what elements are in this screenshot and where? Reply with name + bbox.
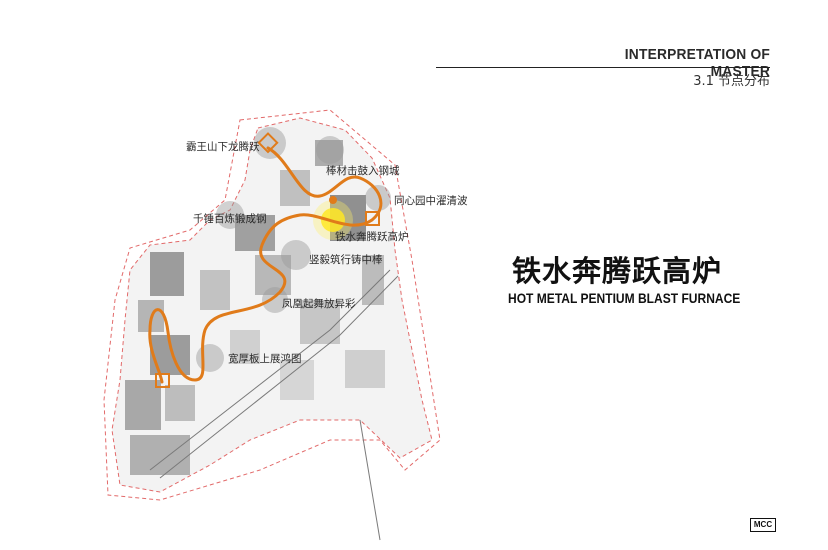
node-label-5: 铁水奔腾跃高炉 — [335, 231, 409, 243]
feature-title-en: HOT METAL PENTIUM BLAST FURNACE — [508, 290, 741, 306]
header-divider — [436, 67, 770, 68]
node-label-8: 宽厚板上展鸿图 — [228, 353, 302, 365]
route-markers — [155, 132, 380, 388]
tour-route — [148, 146, 383, 384]
node-label-4: 千锤百炼锻成钢 — [193, 213, 267, 225]
site-boundary-outer — [103, 109, 441, 501]
node-label-6: 竖毅筑行铸中棒 — [309, 254, 383, 266]
header-subtitle: 3.1 节点分布 — [693, 74, 770, 89]
feature-title-cn: 铁水奔腾跃高炉 — [512, 254, 723, 288]
node-label-1: 霸王山下龙腾跃 — [186, 141, 260, 153]
rail-lines — [149, 269, 399, 541]
node-label-7: 凤凰起舞放异彩 — [282, 298, 356, 310]
route-marker-point — [329, 196, 337, 204]
node-label-3: 同心园中濯清波 — [394, 195, 468, 207]
mcc-logo: MCC — [750, 518, 776, 532]
building-blocks — [125, 140, 385, 475]
node-label-2: 棒材击鼓入钢城 — [326, 165, 400, 177]
